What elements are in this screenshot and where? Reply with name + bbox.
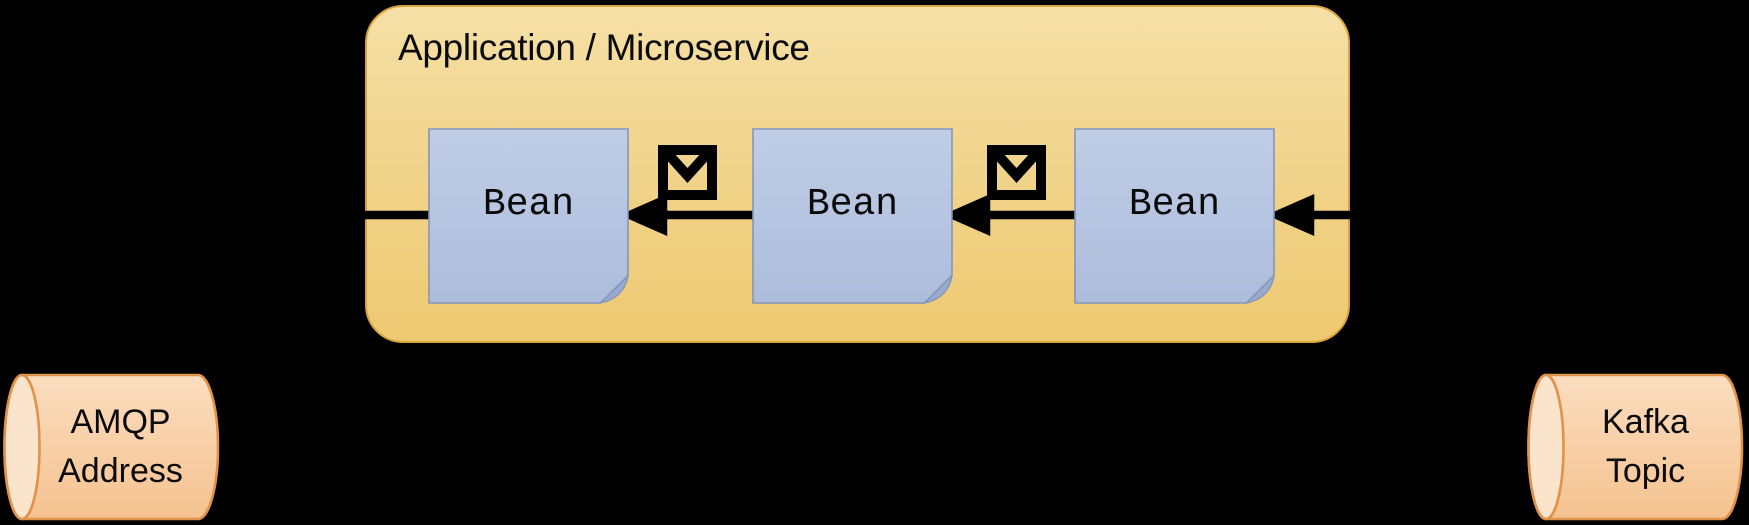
- bean-body: [428, 128, 629, 304]
- amqp-address-cylinder: [3, 373, 220, 521]
- kafka-label-line1: Kafka: [1602, 403, 1689, 441]
- cylinder-cap: [3, 373, 41, 521]
- bean-note-shape: [1074, 128, 1275, 304]
- amqp-label-line1: AMQP: [70, 403, 171, 441]
- kafka-label-line2: Topic: [1605, 452, 1686, 490]
- cylinder-cap: [1527, 373, 1565, 521]
- bean-note-shape: [752, 128, 953, 304]
- bean-body: [752, 128, 953, 304]
- kafka-topic-label: Kafka Topic: [1553, 398, 1738, 496]
- bean-folded-corner: [598, 273, 629, 304]
- bean-folded-corner: [1244, 273, 1275, 304]
- amqp-address-label: AMQP Address: [28, 398, 213, 496]
- application-title: Application / Microservice: [398, 27, 810, 68]
- bean-note-shape: [428, 128, 629, 304]
- kafka-topic-cylinder: [1527, 373, 1744, 521]
- amqp-label-line2: Address: [58, 452, 183, 490]
- bean-body: [1074, 128, 1275, 304]
- bean-folded-corner: [922, 273, 953, 304]
- message-envelope-icon: [987, 145, 1046, 200]
- message-envelope-icon: [658, 145, 717, 200]
